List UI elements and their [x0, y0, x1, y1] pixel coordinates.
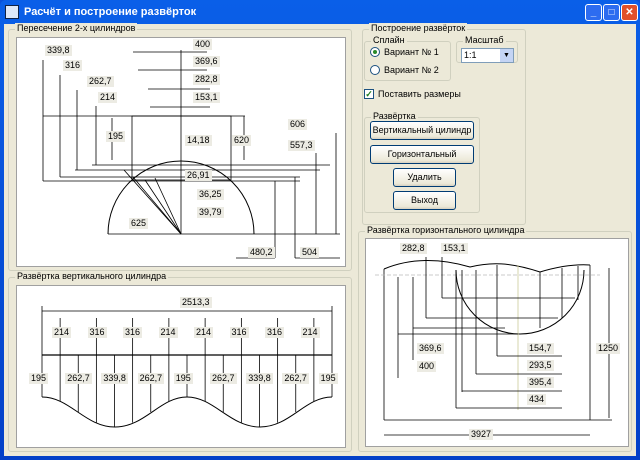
spline-option-1[interactable]: Вариант № 1 [370, 47, 439, 57]
app-icon [5, 5, 19, 19]
intersection-title: Пересечение 2-х цилиндров [15, 23, 138, 33]
maximize-button[interactable]: □ [603, 4, 620, 21]
option-label: Вариант № 2 [384, 65, 439, 75]
dim-label: 39,79 [197, 207, 224, 218]
dim-label: 316 [229, 327, 249, 338]
dim-label: 282,8 [193, 74, 220, 85]
dim-label: 504 [300, 247, 320, 258]
dim-label: 339,8 [246, 373, 273, 384]
dim-label: 557,3 [288, 140, 315, 151]
radio-icon[interactable] [370, 65, 380, 75]
dim-label: 369,6 [193, 56, 220, 67]
spline-group: Сплайн [364, 35, 451, 81]
spline-title: Сплайн [371, 35, 407, 45]
height-label: 1250 [596, 343, 621, 354]
checkbox-label: Поставить размеры [378, 89, 461, 99]
horizontal-dev-title: Развёртка горизонтального цилиндра [365, 225, 527, 235]
dim-label: 214 [300, 327, 320, 338]
dim-label: 316 [123, 327, 143, 338]
dim-label: 262,7 [65, 373, 92, 384]
option-label: Вариант № 1 [384, 47, 439, 57]
dim-label: 214 [158, 327, 178, 338]
minimize-button[interactable]: _ [585, 4, 602, 21]
scale-select[interactable]: 1:1 ▼ [461, 48, 514, 63]
dim-label: 339,8 [101, 373, 128, 384]
vertical-cylinder-button[interactable]: Вертикальный цилиндр [370, 121, 474, 140]
dim-label: 316 [63, 60, 83, 71]
exit-button[interactable]: Выход [393, 191, 456, 210]
horizontal-dev-group: Развёртка горизонтального цилиндра [358, 225, 632, 452]
dim-label: 153,1 [193, 92, 220, 103]
dim-label: 606 [288, 119, 308, 130]
vertical-dev-title: Развёртка вертикального цилиндра [15, 271, 169, 281]
dim-label: 214 [52, 327, 72, 338]
radio-icon[interactable] [370, 47, 380, 57]
close-button[interactable]: ✕ [621, 4, 638, 21]
scale-value: 1:1 [464, 50, 477, 60]
dim-label: 625 [129, 218, 149, 229]
vertical-dev-canvas [16, 285, 346, 448]
dim-label: 36,25 [197, 189, 224, 200]
dim-label: 262,7 [210, 373, 237, 384]
dim-label: 153,1 [441, 243, 468, 254]
dim-label: 480,2 [248, 247, 275, 258]
vertical-dev-group: Развёртка вертикального цилиндра [8, 271, 352, 452]
dim-label: 282,8 [400, 243, 427, 254]
delete-button[interactable]: Удалить [393, 168, 456, 187]
dim-label: 195 [106, 131, 126, 142]
dev-title: Развёртка [371, 111, 418, 121]
dim-label: 195 [318, 373, 338, 384]
dims-checkbox[interactable]: ✓ Поставить размеры [364, 89, 461, 99]
width-label: 3927 [469, 429, 494, 440]
chevron-down-icon[interactable]: ▼ [500, 49, 513, 62]
dim-label: 262,7 [282, 373, 309, 384]
title-bar: Расчёт и построение развёрток _ □ ✕ [0, 0, 640, 24]
dim-label: 400 [193, 39, 213, 50]
dev-group: Развёртка [364, 111, 480, 213]
intersection-group: Пересечение 2-х цилиндров [8, 23, 352, 271]
dim-label: 195 [173, 373, 193, 384]
dim-label: 262,7 [87, 76, 114, 87]
dim-label: 620 [232, 135, 252, 146]
checkbox-icon[interactable]: ✓ [364, 89, 374, 99]
width-label: 2513,3 [180, 297, 212, 308]
build-group: Построение развёрток [362, 23, 526, 225]
scale-title: Масштаб [463, 35, 506, 45]
dim-label: 214 [194, 327, 214, 338]
dim-label: 214 [98, 92, 118, 103]
dim-label: 262,7 [137, 373, 165, 384]
dim-label: 400 [417, 361, 437, 372]
dim-label: 293,5 [527, 360, 554, 371]
dim-label: 434 [527, 394, 547, 405]
dim-label: 395,4 [527, 377, 554, 388]
dim-label: 339,8 [45, 45, 72, 56]
dim-label: 26,91 [185, 170, 212, 181]
dim-label: 316 [87, 327, 107, 338]
dim-label: 14,18 [185, 135, 212, 146]
dim-label: 316 [265, 327, 285, 338]
dim-label: 369,6 [417, 343, 444, 354]
dim-label: 195 [29, 373, 49, 384]
spline-option-2[interactable]: Вариант № 2 [370, 65, 439, 75]
window-title: Расчёт и построение развёрток [24, 6, 197, 18]
dim-label: 154,7 [527, 343, 554, 354]
build-title: Построение развёрток [369, 23, 468, 33]
